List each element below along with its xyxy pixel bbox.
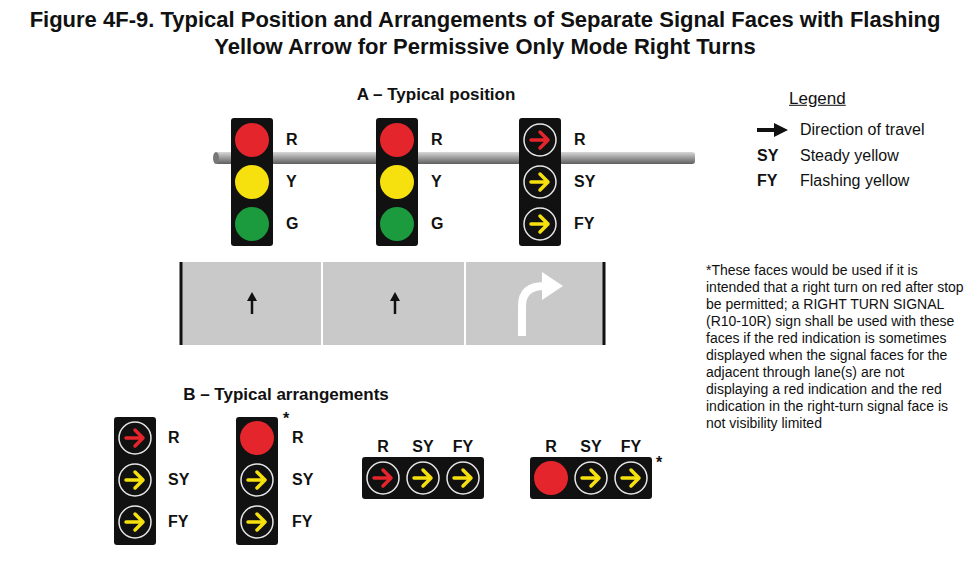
section-heading: A – Typical position <box>357 85 516 105</box>
indication-label: FY <box>574 214 594 233</box>
indication-label: FY <box>292 512 312 531</box>
section-heading: B – Typical arrangements <box>183 385 389 405</box>
signal-head <box>519 118 561 246</box>
indication-label: FY <box>168 512 188 531</box>
mast-arm <box>215 152 695 164</box>
legend-key: FY <box>757 171 777 190</box>
figure-title: Figure 4F-9. Typical Position and Arrang… <box>4 6 966 60</box>
indication-label: SY <box>580 437 601 456</box>
indication-label: G <box>286 214 298 233</box>
indication-label: R <box>377 437 389 456</box>
footnote: *These faces would be used if it is inte… <box>706 262 964 432</box>
indication-label: R <box>286 130 298 149</box>
indication-label: R <box>545 437 557 456</box>
legend-key: SY <box>757 146 778 165</box>
signal-head <box>376 118 418 246</box>
indication-label: R <box>292 428 304 447</box>
legend-text: Direction of travel <box>800 120 925 139</box>
indication-label: SY <box>168 470 189 489</box>
signal-head <box>362 457 484 499</box>
indication-label: FY <box>621 437 641 456</box>
indication-label: SY <box>292 470 313 489</box>
indication-label: SY <box>574 172 595 191</box>
footnote-marker: * <box>656 453 662 472</box>
indication-label: R <box>168 428 180 447</box>
signal-head <box>530 457 652 499</box>
direction-arrow-sample <box>757 123 788 137</box>
legend-text: Flashing yellow <box>800 171 909 190</box>
indication-label: Y <box>431 172 442 191</box>
signal-head <box>114 417 156 545</box>
legend-text: Steady yellow <box>800 146 899 165</box>
indication-label: R <box>431 130 443 149</box>
indication-label: SY <box>412 437 433 456</box>
footnote-marker: * <box>283 409 289 428</box>
lane-plan <box>180 262 605 345</box>
indication-label: G <box>431 214 443 233</box>
indication-label: R <box>574 130 586 149</box>
indication-label: FY <box>453 437 473 456</box>
legend-heading: Legend <box>789 89 846 109</box>
signal-head <box>236 417 278 545</box>
signal-head <box>231 118 273 246</box>
indication-label: Y <box>286 172 297 191</box>
